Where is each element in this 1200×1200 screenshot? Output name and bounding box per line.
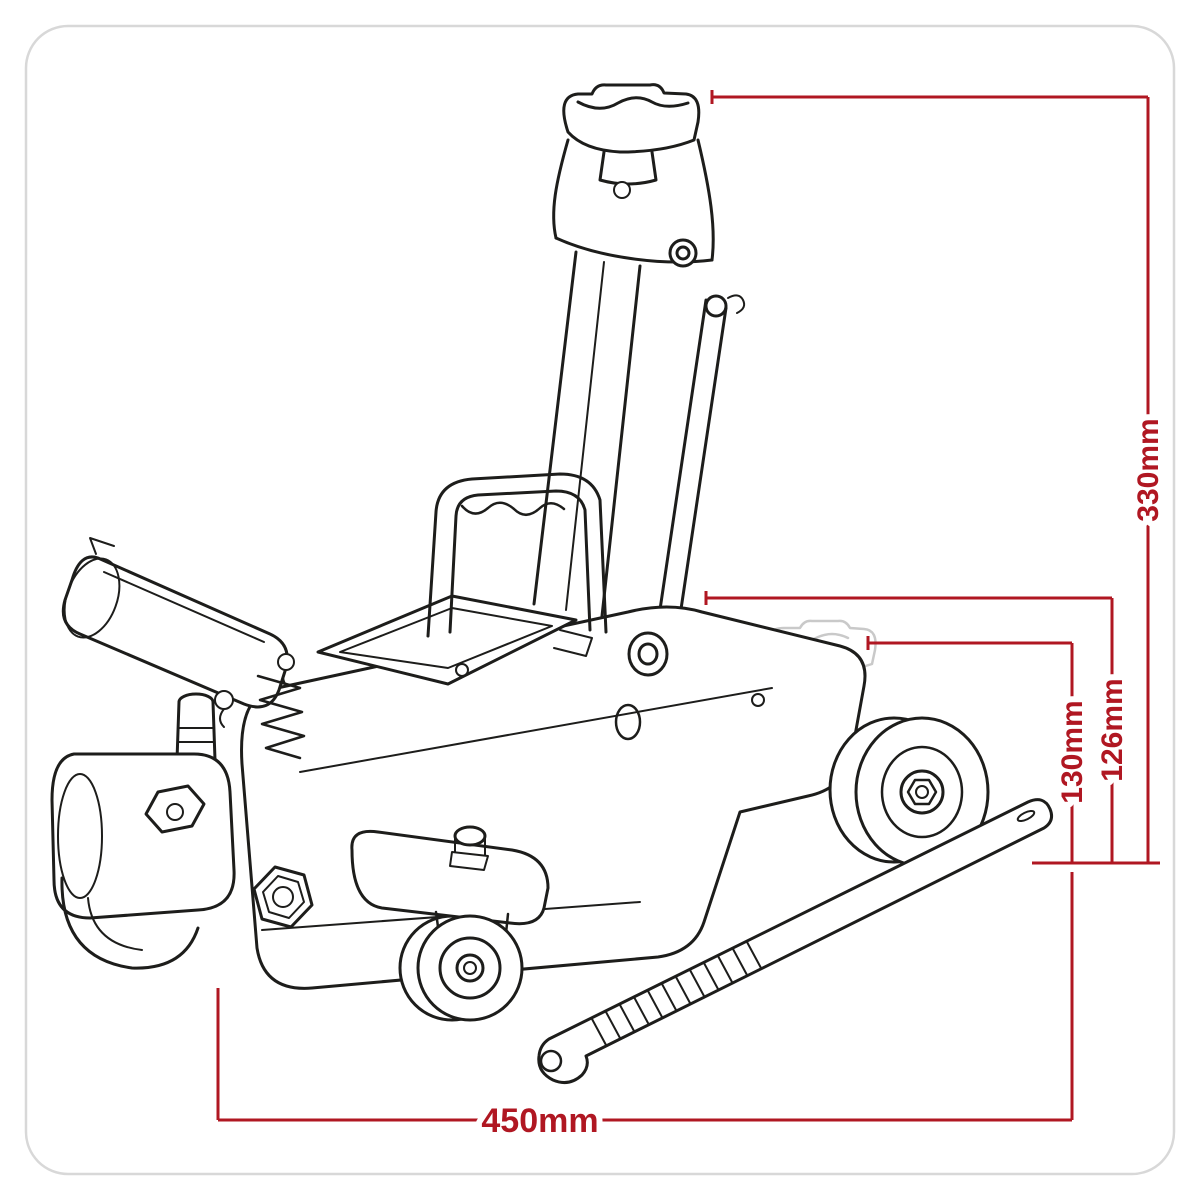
pump-assembly [50,537,306,970]
dimension-label-126mm: 126mm [1096,678,1129,781]
dimension-label-330mm: 330mm [1132,418,1165,521]
dimension-330mm [710,90,1150,863]
pivot-bolt [252,865,314,929]
dimension-label-450mm: 450mm [481,1102,598,1140]
page-border [24,24,1176,1176]
handle-mount-plate [316,594,593,686]
jack-drawing [50,83,1053,1085]
rear-wheel [828,716,990,868]
lift-arm [532,138,746,658]
saddle [562,83,701,199]
dimension-126mm [704,591,1114,863]
dimension-130mm [866,636,1074,863]
dimension-label-130mm: 130mm [1056,700,1089,803]
dimension-450mm [216,872,1074,1122]
carry-handle [426,472,608,638]
front-caster [350,825,550,1022]
knurled-grip [591,941,762,1046]
dimension-annotations: 330mm 126mm 130mm 450mm [216,90,1171,1146]
handle-bar [537,798,1053,1085]
